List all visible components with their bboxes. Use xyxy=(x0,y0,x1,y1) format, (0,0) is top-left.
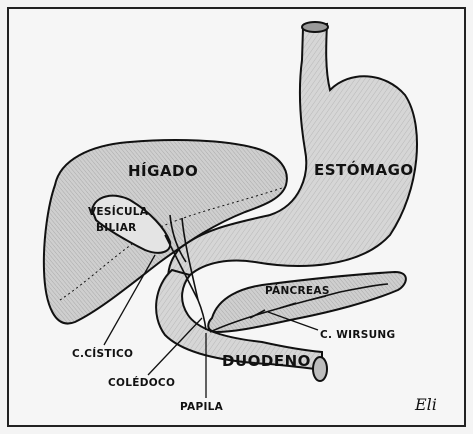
liver-label: HÍGADO xyxy=(128,161,198,180)
gallbladder-label-line1: VESÍCULA xyxy=(88,205,149,218)
papilla-label: PAPILA xyxy=(180,401,224,413)
duodenum-label: DUODENO xyxy=(222,352,311,370)
stomach xyxy=(167,21,418,292)
pancreas xyxy=(207,270,407,334)
gallbladder-label-line2: BILIAR xyxy=(96,222,137,234)
cystic-duct-label: C.CÍSTICO xyxy=(72,347,133,360)
bile-duct-label: COLÉDOCO xyxy=(108,376,175,389)
bile-ducts xyxy=(164,214,389,333)
artist-signature: Eli xyxy=(414,395,437,414)
pancreas-label: PÁNCREAS xyxy=(265,284,330,297)
wirsung-label: C. WIRSUNG xyxy=(320,329,395,341)
stomach-label: ESTÓMAGO xyxy=(314,160,414,179)
gallbladder xyxy=(90,194,172,254)
leader-lines xyxy=(103,254,319,398)
duodenum xyxy=(155,268,328,382)
